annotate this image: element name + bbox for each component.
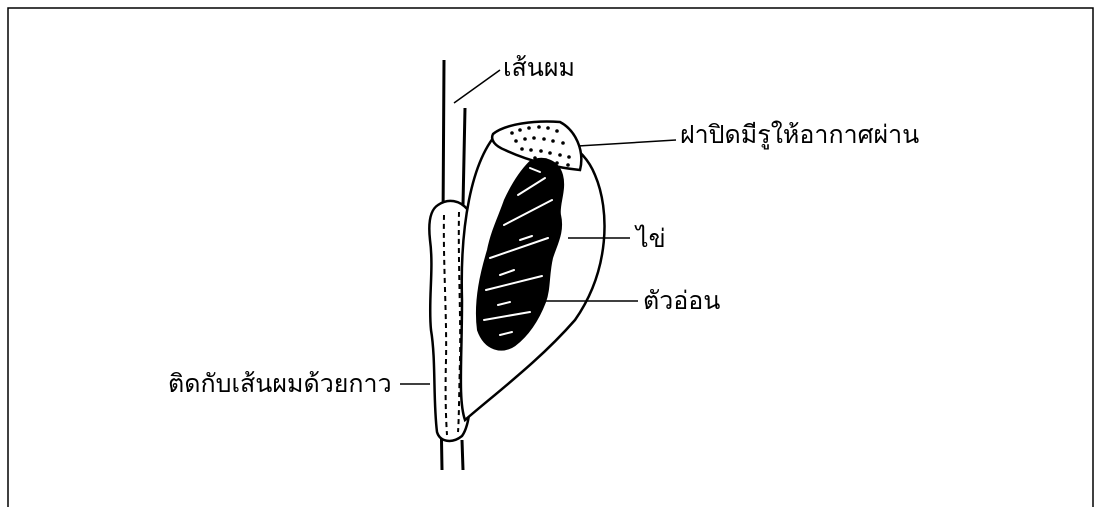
label-hair: เส้นผม	[503, 55, 575, 80]
leader-lid	[578, 140, 676, 146]
label-egg: ไข่	[636, 226, 666, 251]
label-lid: ฝาปิดมีรูให้อากาศผ่าน	[680, 122, 919, 147]
label-nymph: ตัวอ่อน	[643, 288, 720, 313]
leader-hair	[454, 70, 500, 103]
label-glue: ติดกับเส้นผมด้วยกาว	[168, 371, 392, 396]
